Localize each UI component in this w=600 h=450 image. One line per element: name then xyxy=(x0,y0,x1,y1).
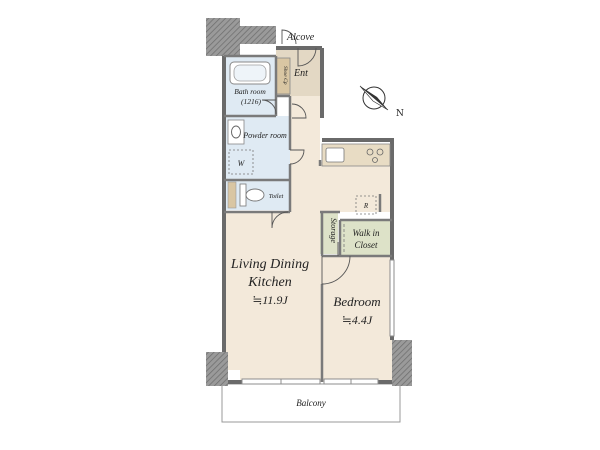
toilet-tank xyxy=(239,183,247,207)
stove-burner-1 xyxy=(366,148,374,156)
entrance-label: Ent xyxy=(293,68,308,79)
storage-label: Storage xyxy=(329,218,338,243)
washer-label: W xyxy=(238,159,246,168)
labels: Alcove Ent Shoe Cp Bath room (1216) Powd… xyxy=(230,32,381,408)
bedroom-floor xyxy=(322,256,392,382)
toilet-icon xyxy=(245,188,265,202)
refrigerator-space xyxy=(355,195,377,215)
bedroom-label: Bedroom xyxy=(333,294,380,309)
powder-room-door xyxy=(289,149,305,165)
ldk-door xyxy=(291,103,307,119)
ldk-floor xyxy=(222,162,336,382)
fixtures xyxy=(227,61,391,252)
powder-room-label: Powder room xyxy=(242,131,287,140)
bathroom-size: (1216) xyxy=(241,97,261,106)
bathroom-name: Bath room xyxy=(234,87,266,96)
washer-space xyxy=(228,149,254,175)
refrigerator-label: R xyxy=(363,202,369,210)
window-right-side xyxy=(389,259,395,337)
stove-burner-3 xyxy=(372,157,378,163)
pillar-top-mid xyxy=(240,26,276,44)
storage-floor xyxy=(320,212,338,254)
toilet-shelf xyxy=(227,181,237,209)
entrance-door xyxy=(297,47,317,67)
shoe-cupboard-label: Shoe Cp xyxy=(282,66,288,85)
compass-needle-light xyxy=(359,85,389,111)
kitchen-sink xyxy=(325,147,345,163)
alcove-door xyxy=(281,29,297,45)
alcove-label: Alcove xyxy=(286,32,315,43)
washbasin-icon xyxy=(231,125,241,139)
pillars xyxy=(206,18,412,386)
compass-north-label: N xyxy=(396,109,404,119)
doors xyxy=(261,29,351,285)
windows xyxy=(241,259,395,385)
interior-walls xyxy=(224,54,392,382)
walk-in-closet-floor xyxy=(340,220,392,256)
ldk-area: ≒11.9J xyxy=(252,293,288,307)
bathroom-label: Bath room (1216) xyxy=(234,87,267,106)
bath-door xyxy=(261,99,277,115)
walk-in-closet-label-line1: Walk in xyxy=(353,228,380,238)
balcony-label: Balcony xyxy=(296,398,326,408)
ldk-label-line2: Kitchen xyxy=(247,275,292,290)
toilet-door xyxy=(271,211,289,229)
ldk-label-line1: Living Dining xyxy=(230,257,309,272)
compass-icon: N xyxy=(359,85,404,119)
walk-in-closet-label-line2: Closet xyxy=(354,240,378,250)
bedroom-area: ≒4.4J xyxy=(342,313,373,327)
pillar-bottom-left xyxy=(206,352,228,386)
balcony-floor xyxy=(221,383,401,423)
corridor-floor xyxy=(290,96,320,212)
bedroom-door xyxy=(321,255,351,285)
pillar-bottom-right xyxy=(392,340,412,386)
toilet-label: Toilet xyxy=(269,193,284,200)
pillar-top-left xyxy=(206,18,240,56)
bathtub-inner xyxy=(233,64,267,82)
stove-burner-2 xyxy=(376,148,384,156)
